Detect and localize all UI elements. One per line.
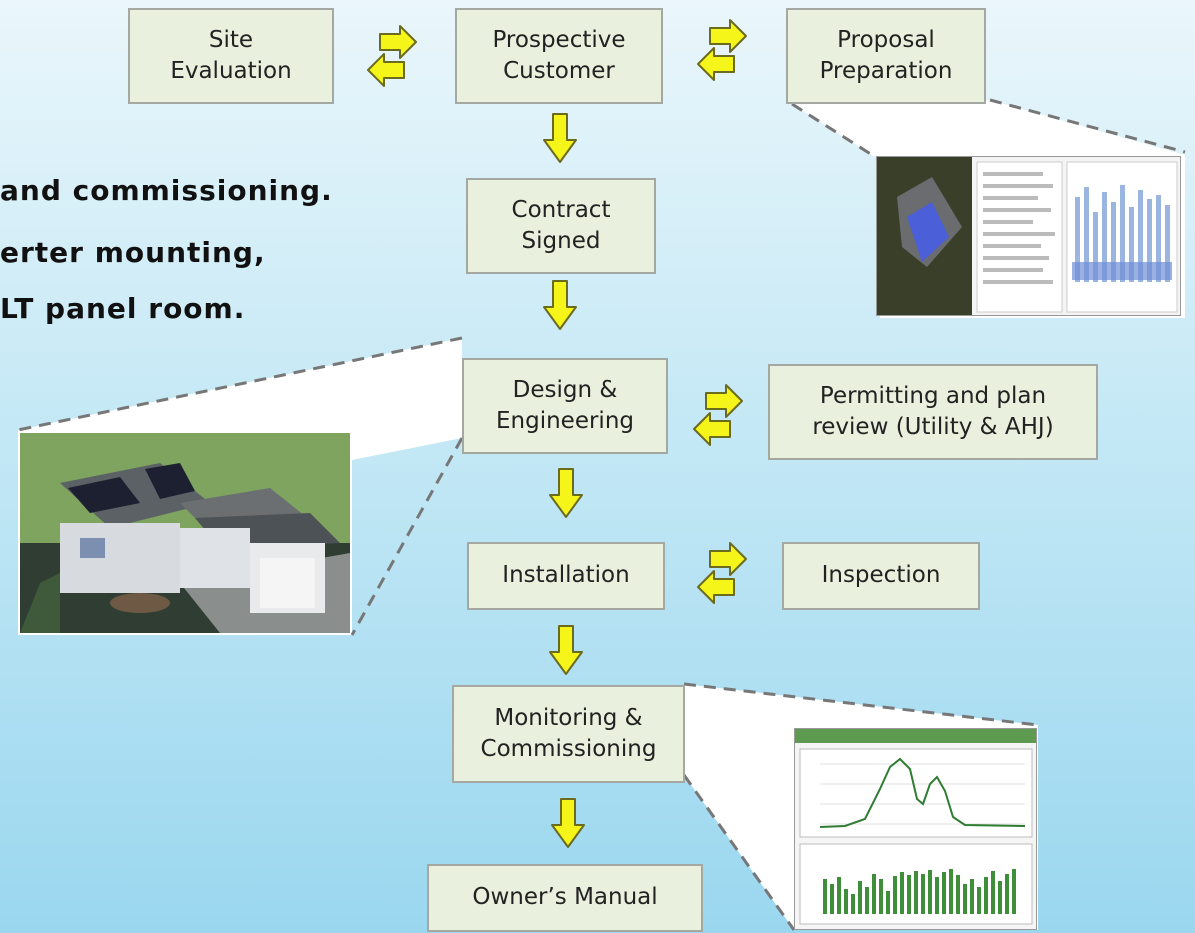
power-curve-line: [819, 757, 1026, 828]
prospective-customer-box: Prospective Customer: [455, 8, 663, 104]
owners-manual-box: Owner’s Manual: [427, 864, 703, 932]
contract-signed-box: Contract Signed: [466, 178, 656, 274]
down-arrow-icon: [543, 113, 577, 163]
down-arrow-icon: [549, 468, 583, 518]
solar-array-layout: [907, 202, 949, 262]
down-arrow-icon: [549, 625, 583, 675]
proposal-callout-line-2: [989, 98, 1186, 154]
bidirectional-arrow-icon: [697, 542, 747, 604]
bidirectional-arrow-icon: [693, 384, 743, 446]
solar-panels: [68, 477, 140, 513]
proposal-software-screenshot: [876, 156, 1181, 316]
installation-box: Installation: [467, 542, 665, 610]
site-evaluation-box: Site Evaluation: [128, 8, 334, 104]
design-callout-line-2: [350, 437, 464, 636]
background-text-line-3: LT panel room.: [0, 292, 246, 325]
proposal-callout-line-1: [791, 102, 881, 162]
bidirectional-arrow-icon: [697, 19, 747, 81]
monitoring-callout-line-2: [682, 774, 796, 931]
background-text-line-2: erter mounting,: [0, 236, 266, 269]
inspection-box: Inspection: [782, 542, 980, 610]
house-3d-model-image: [20, 433, 350, 633]
proposal-preparation-box: Proposal Preparation: [786, 8, 986, 104]
background-text-line-1: and commissioning.: [0, 174, 333, 207]
design-callout-line-1: [17, 336, 463, 432]
down-arrow-icon: [543, 280, 577, 330]
down-arrow-icon: [551, 798, 585, 848]
daily-energy-bars: [823, 869, 1016, 914]
monitoring-commissioning-box: Monitoring & Commissioning: [452, 685, 685, 783]
permitting-box: Permitting and plan review (Utility & AH…: [768, 364, 1098, 460]
design-engineering-box: Design & Engineering: [462, 358, 668, 454]
bidirectional-arrow-icon: [367, 25, 417, 87]
monitoring-dashboard-screenshot: [794, 728, 1037, 930]
